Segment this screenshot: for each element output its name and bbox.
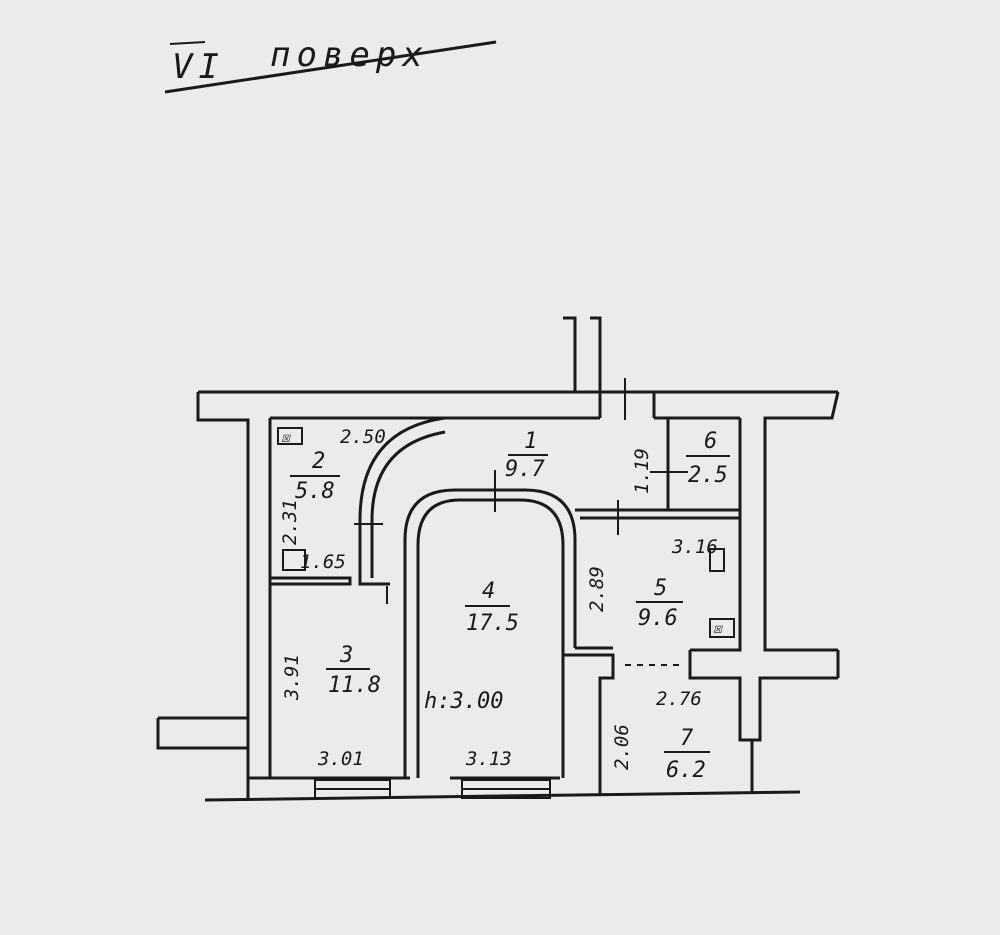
dim-3-01: 3.01 <box>317 748 364 770</box>
room-6-area: 2.5 <box>688 463 728 488</box>
room-3-number: 3 <box>339 643 353 668</box>
room-labels: 1 9.7 2 5.8 3 11.8 4 17.5 5 9.6 6 2.5 7 … <box>290 429 730 783</box>
dim-1-65: 1.65 <box>300 551 346 573</box>
dimension-labels: 2.50 1.19 2.31 1.65 3.91 3.01 3.13 2.89 … <box>279 426 718 770</box>
dim-3-16: 3.16 <box>671 536 718 558</box>
title-underline <box>164 40 497 94</box>
floor-number-overline <box>169 41 206 45</box>
room-1-number: 1 <box>524 429 537 454</box>
dim-2-50: 2.50 <box>340 426 386 448</box>
room-1-area: 9.7 <box>505 457 545 482</box>
dim-2-31: 2.31 <box>279 499 301 545</box>
room-3-area: 11.8 <box>328 673 381 698</box>
room-2-area: 5.8 <box>295 479 335 504</box>
dim-2-06: 2.06 <box>611 724 633 770</box>
floor-number: VI <box>172 47 225 87</box>
room-7-number: 7 <box>680 726 694 751</box>
room-7-area: 6.2 <box>666 758 706 783</box>
fixtures: ☒ ☒ <box>277 427 735 638</box>
room-5-area: 9.6 <box>638 606 678 631</box>
room-6-number: 6 <box>704 429 717 454</box>
dim-1-19: 1.19 <box>631 448 653 494</box>
room-4-number: 4 <box>482 579 495 604</box>
dim-2-76: 2.76 <box>656 688 702 710</box>
room-2-number: 2 <box>312 449 325 474</box>
ceiling-height: h:3.00 <box>424 689 503 714</box>
interior-walls <box>270 416 740 799</box>
floor-word: поверх <box>270 35 429 75</box>
room-4-area: 17.5 <box>466 611 519 636</box>
fixture-1: ☒ <box>281 428 291 446</box>
room-5-number: 5 <box>654 576 667 601</box>
dim-3-13: 3.13 <box>465 748 512 770</box>
dim-3-91: 3.91 <box>281 654 303 701</box>
vent-shaft <box>563 316 602 392</box>
fixture-3: ☒ <box>713 619 723 637</box>
exterior-walls <box>156 378 840 802</box>
dim-2-89: 2.89 <box>586 566 608 612</box>
